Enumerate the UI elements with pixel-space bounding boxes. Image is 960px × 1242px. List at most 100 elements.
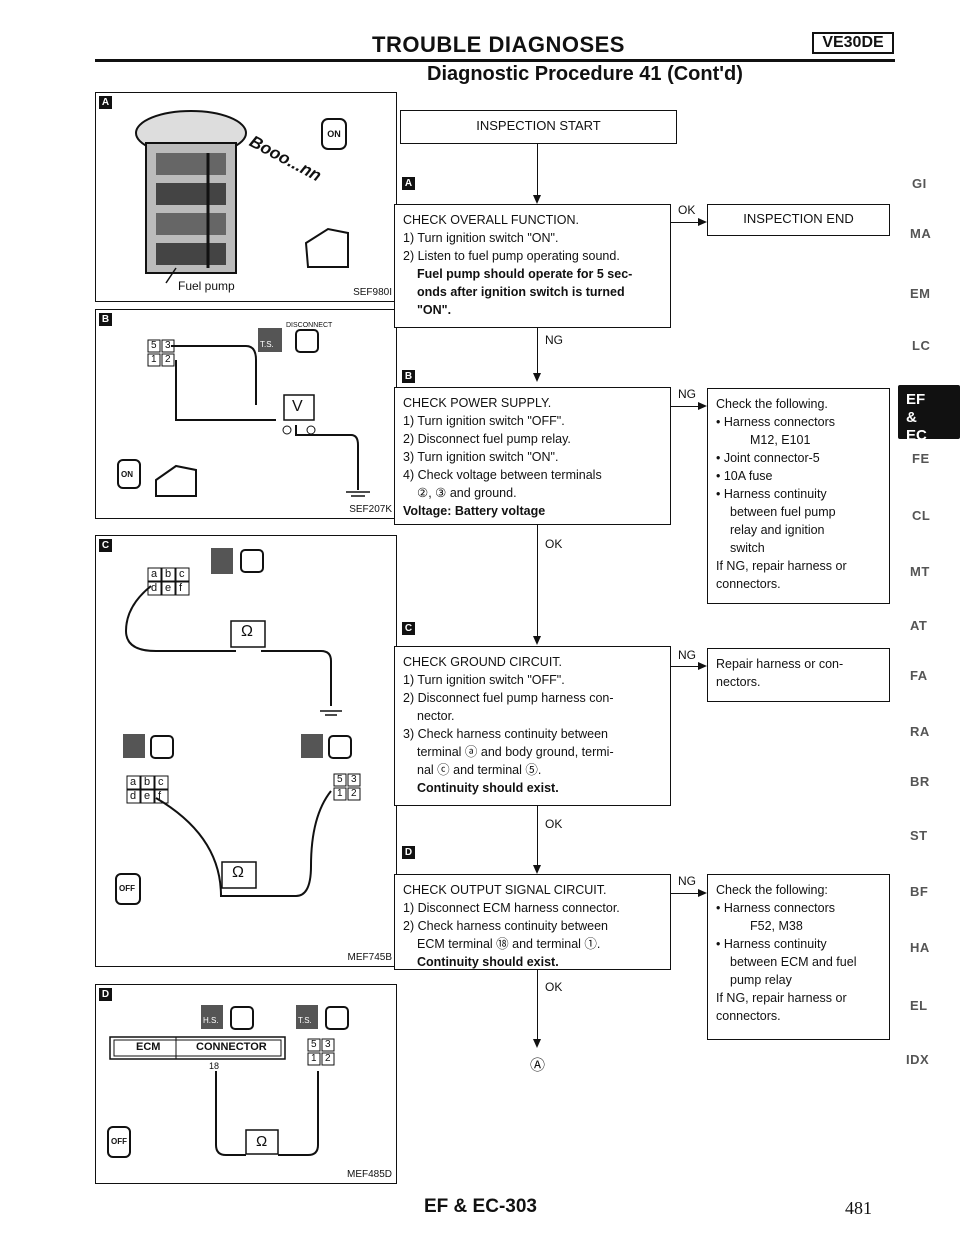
step-b-title: CHECK POWER SUPPLY. — [403, 396, 552, 410]
step-a-line: 1) Turn ignition switch "ON". — [403, 231, 559, 245]
figure-code-c: MEF745B — [347, 952, 392, 963]
step-c-line: 1) Turn ignition switch "OFF". — [403, 673, 565, 687]
page-subtitle: Diagnostic Procedure 41 (Cont'd) — [427, 63, 743, 85]
figure-code-d: MEF485D — [346, 1169, 392, 1180]
step-d-line: 1) Disconnect ECM harness connector. — [403, 901, 620, 915]
connector-label: CONNECTOR — [196, 1041, 267, 1053]
side-index-idx[interactable]: IDX — [906, 1052, 930, 1067]
figure-a: A Booo...nn ON Fuel pump SEF980I — [95, 92, 397, 302]
step-d-result-box: Check the following: • Harness connector… — [707, 874, 890, 1040]
connector-pin-d: d — [151, 582, 158, 594]
side-index-ra[interactable]: RA — [910, 724, 930, 739]
fuel-pump-label: Fuel pump — [178, 279, 235, 293]
side-index-gi[interactable]: GI — [912, 176, 927, 191]
result-line: Check the following. — [716, 397, 828, 411]
ohmmeter-label: Ω — [232, 864, 244, 881]
step-d-line: 2) Check harness continuity between — [403, 919, 608, 933]
step-b-result-box: Check the following. • Harness connector… — [707, 388, 890, 604]
side-index-em[interactable]: EM — [910, 286, 931, 301]
connector-pin-a: a — [151, 568, 158, 580]
side-index-br[interactable]: BR — [910, 774, 930, 789]
side-index-at[interactable]: AT — [910, 618, 928, 633]
connector-pin-b: b — [165, 568, 172, 580]
side-index-fa[interactable]: FA — [910, 668, 928, 683]
step-c-line: 3) Check harness continuity between — [403, 727, 608, 741]
header-rule — [95, 59, 895, 62]
connector-pin-b: b — [144, 776, 151, 788]
step-a-title: CHECK OVERALL FUNCTION. — [403, 213, 579, 227]
side-index-ma[interactable]: MA — [910, 226, 932, 241]
step-d-line: ECM terminal ⑱ and terminal ①. — [417, 937, 601, 951]
off-icon: OFF — [119, 884, 135, 893]
connector-pin-c: c — [158, 776, 164, 788]
step-b-line: 2) Disconnect fuel pump relay. — [403, 432, 571, 446]
connector-pin-5: 5 — [151, 340, 157, 351]
side-index-ef-ec: EF & EC — [906, 391, 927, 444]
page-title: TROUBLE DIAGNOSES — [372, 32, 625, 57]
result-connector-codes: M12, E101 — [750, 433, 811, 447]
ground-circuit-diagram — [115, 548, 361, 905]
continue-marker: Ⓐ — [530, 1057, 546, 1074]
step-b-line: ②, ③ and ground. — [417, 486, 517, 500]
ng-label: NG — [678, 874, 696, 888]
ts-icon: T.S. — [260, 340, 274, 349]
step-a-criteria: onds after ignition switch is turned — [417, 285, 625, 299]
step-a-criteria: "ON". — [417, 303, 452, 317]
ecm-label: ECM — [136, 1041, 161, 1053]
off-icon: OFF — [111, 1137, 127, 1146]
ok-label: OK — [545, 537, 563, 551]
side-index-bf[interactable]: BF — [910, 884, 929, 899]
side-index-ha[interactable]: HA — [910, 940, 930, 955]
page-code: EF & EC-303 — [424, 1196, 537, 1217]
step-a-line: 2) Listen to fuel pump operating sound. — [403, 249, 620, 263]
ts-icon: T.S. — [298, 1016, 312, 1025]
result-line: • 10A fuse — [716, 469, 773, 483]
on-icon-label: ON — [327, 129, 341, 139]
step-b-criteria: Voltage: Battery voltage — [403, 504, 546, 518]
connector-pin-d: d — [130, 790, 137, 802]
side-index-active-tab[interactable]: EF & EC — [898, 385, 960, 444]
step-b-box: CHECK POWER SUPPLY. 1) Turn ignition swi… — [394, 387, 671, 525]
step-a-criteria: Fuel pump should operate for 5 sec- — [417, 267, 633, 281]
pin-number: 18 — [209, 1061, 220, 1071]
step-b-line: 3) Turn ignition switch "ON". — [403, 450, 559, 464]
ok-label: OK — [545, 817, 563, 831]
side-index-st[interactable]: ST — [910, 828, 928, 843]
figure-tag-c: C — [99, 539, 112, 552]
figure-tag-d: D — [99, 988, 112, 1001]
voltmeter-label: V — [292, 398, 303, 415]
connector-pin-2: 2 — [351, 788, 357, 799]
step-c-title: CHECK GROUND CIRCUIT. — [403, 655, 563, 669]
figure-code-b: SEF207K — [349, 504, 392, 515]
step-d-criteria: Continuity should exist. — [417, 955, 559, 969]
on-icon: ON — [322, 119, 346, 149]
ok-label: OK — [545, 980, 563, 994]
step-tag-a: A — [402, 177, 415, 190]
result-line: • Harness connectors — [716, 901, 836, 915]
inspection-start-box: INSPECTION START — [400, 110, 677, 144]
voltage-check-diagram — [117, 328, 370, 497]
result-line: Repair harness or con- — [716, 657, 844, 671]
step-tag-c: C — [402, 622, 415, 635]
figure-tag-a: A — [99, 96, 112, 109]
side-index-mt[interactable]: MT — [910, 564, 930, 579]
step-a-box: CHECK OVERALL FUNCTION. 1) Turn ignition… — [394, 204, 671, 328]
result-line: connectors. — [716, 577, 781, 591]
step-b-line: 1) Turn ignition switch "OFF". — [403, 414, 565, 428]
step-c-result-box: Repair harness or con- nectors. — [707, 648, 890, 702]
step-tag-d: D — [402, 846, 415, 859]
result-line: switch — [730, 541, 765, 555]
result-line: between ECM and fuel — [730, 955, 857, 969]
figure-c: C a b c d e f Ω a b — [95, 535, 397, 967]
side-index-el[interactable]: EL — [910, 998, 928, 1013]
figure-code-a: SEF980I — [353, 287, 392, 298]
connector-pin-1: 1 — [337, 788, 343, 799]
step-d-title: CHECK OUTPUT SIGNAL CIRCUIT. — [403, 883, 607, 897]
connector-pin-3: 3 — [165, 340, 171, 351]
ng-label: NG — [545, 333, 563, 347]
side-index-cl[interactable]: CL — [912, 508, 931, 523]
hs-icon: H.S. — [203, 1016, 219, 1025]
side-index-lc[interactable]: LC — [912, 338, 931, 353]
connector-pin-c: c — [179, 568, 185, 580]
side-index-fe[interactable]: FE — [912, 451, 930, 466]
